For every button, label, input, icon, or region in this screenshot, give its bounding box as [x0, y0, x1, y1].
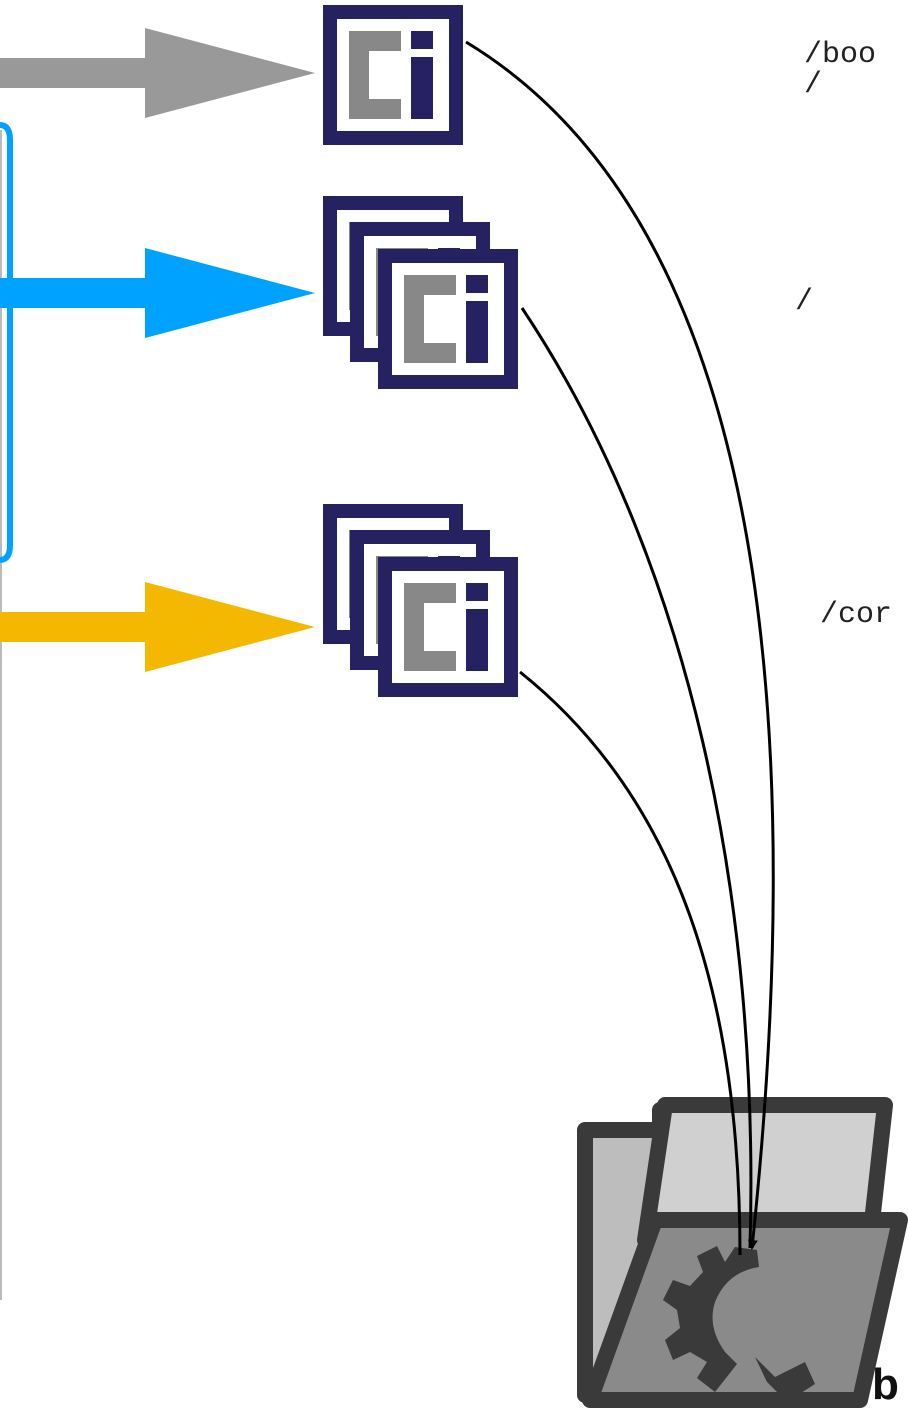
- ci-badge-stack-1: [323, 196, 518, 389]
- ci-badge-letter-i-dot: [411, 31, 433, 49]
- config-folder-icon: [577, 1097, 908, 1408]
- curve-from-stack-2: [519, 670, 742, 1256]
- ci-badge-letter-c: [404, 583, 456, 671]
- curve-from-single: [465, 40, 775, 1250]
- bottom-label-fragment: b: [872, 1360, 899, 1409]
- path-label-root-2: /: [795, 285, 814, 319]
- ci-badge-single: [323, 5, 463, 145]
- arrow-gray: [0, 28, 315, 118]
- ci-badge-letter-c: [349, 31, 401, 119]
- ci-badge-letter-i-stem: [466, 609, 488, 671]
- ci-badge-letter-i-stem: [411, 57, 433, 119]
- path-label-root-1: /: [804, 68, 823, 102]
- gear-icon: [663, 1246, 815, 1402]
- ci-badge-letter-i-dot: [466, 275, 488, 293]
- path-label-boot: /boo: [804, 38, 877, 72]
- arrow-yellow: [0, 582, 315, 672]
- ci-badge-letter-i-stem: [466, 301, 488, 363]
- curve-from-stack-1: [520, 307, 753, 1249]
- blue-bracket: [0, 122, 13, 563]
- arrow-blue: [0, 248, 315, 338]
- ci-badge-letter-i-dot: [466, 583, 488, 601]
- connection-curves: [465, 40, 775, 1256]
- path-label-con: /cor: [820, 598, 893, 632]
- ci-badge-letter-c: [404, 275, 456, 363]
- ci-badge-stack-2: [323, 504, 518, 697]
